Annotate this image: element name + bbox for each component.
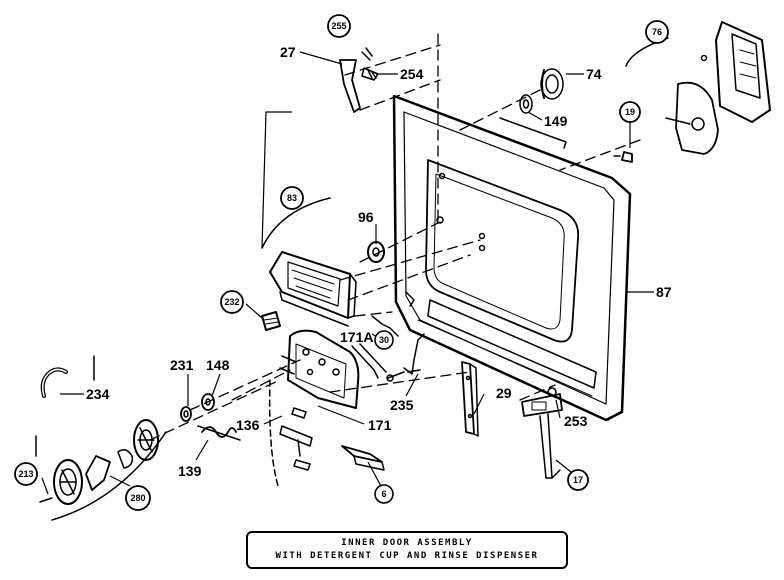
label-136: 136 — [236, 417, 260, 433]
svg-text:19: 19 — [625, 107, 635, 117]
cap-232 — [261, 311, 281, 331]
latch-235 — [386, 333, 425, 382]
label-30: 30 — [374, 330, 394, 350]
label-213: 213 — [14, 462, 38, 486]
label-280: 280 — [125, 485, 151, 511]
part-149 — [499, 94, 567, 149]
label-96: 96 — [358, 209, 374, 225]
dispenser-arm — [351, 315, 399, 379]
washer-231 — [180, 406, 192, 422]
label-74: 74 — [586, 66, 602, 82]
spring-139 — [197, 425, 241, 441]
label-6: 6 — [374, 484, 394, 504]
label-171a: 171A — [340, 329, 373, 345]
label-171: 171 — [368, 417, 392, 433]
caption-line-1: INNER DOOR ASSEMBLY — [341, 538, 473, 548]
label-231: 231 — [170, 357, 194, 373]
label-254: 254 — [400, 66, 424, 82]
label-148: 148 — [206, 357, 230, 373]
rinse-dispenser-housing — [268, 329, 360, 487]
label-29: 29 — [496, 385, 512, 401]
label-235: 235 — [390, 397, 414, 413]
latch-27 — [339, 47, 379, 113]
inner-door-panel — [392, 94, 632, 422]
plain-labels: 27 254 74 149 96 87 171A 231 148 234 29 … — [86, 44, 672, 479]
svg-text:83: 83 — [287, 193, 297, 203]
svg-text:17: 17 — [573, 475, 583, 485]
washer-96 — [367, 241, 385, 263]
hose-234 — [35, 355, 95, 457]
circled-labels: 255 76 19 83 232 30 213 280 — [14, 14, 669, 511]
svg-text:30: 30 — [379, 335, 389, 345]
latch-17 — [521, 387, 563, 479]
caption-line-2: WITH DETERGENT CUP AND RINSE DISPENSER — [275, 551, 539, 561]
detergent-cup — [261, 197, 357, 327]
svg-text:213: 213 — [18, 469, 33, 479]
diagram-caption: INNER DOOR ASSEMBLY WITH DETERGENT CUP A… — [246, 531, 568, 569]
label-27: 27 — [280, 44, 296, 60]
svg-text:232: 232 — [224, 297, 239, 307]
svg-text:76: 76 — [652, 27, 662, 37]
svg-text:6: 6 — [381, 489, 386, 499]
label-76: 76 — [645, 20, 669, 44]
svg-text:255: 255 — [331, 21, 346, 31]
washer-148 — [201, 393, 215, 411]
part-19 — [613, 151, 633, 163]
label-17: 17 — [567, 469, 589, 491]
label-19: 19 — [619, 101, 641, 123]
motor-housing-76 — [625, 21, 771, 155]
label-139: 139 — [178, 463, 202, 479]
label-leaders — [41, 51, 654, 495]
label-255: 255 — [327, 14, 351, 38]
latch-parts — [279, 407, 313, 471]
label-253: 253 — [564, 413, 588, 429]
knob-assembly-280 — [39, 419, 167, 521]
label-234: 234 — [86, 386, 110, 402]
label-232: 232 — [220, 290, 244, 314]
svg-text:280: 280 — [130, 493, 145, 503]
label-83: 83 — [280, 186, 304, 210]
bracket-29 — [461, 361, 479, 437]
part-74 — [540, 68, 564, 100]
leader-lines — [149, 33, 641, 441]
bracket-6 — [341, 445, 385, 471]
label-87: 87 — [656, 284, 672, 300]
label-149: 149 — [544, 113, 568, 129]
